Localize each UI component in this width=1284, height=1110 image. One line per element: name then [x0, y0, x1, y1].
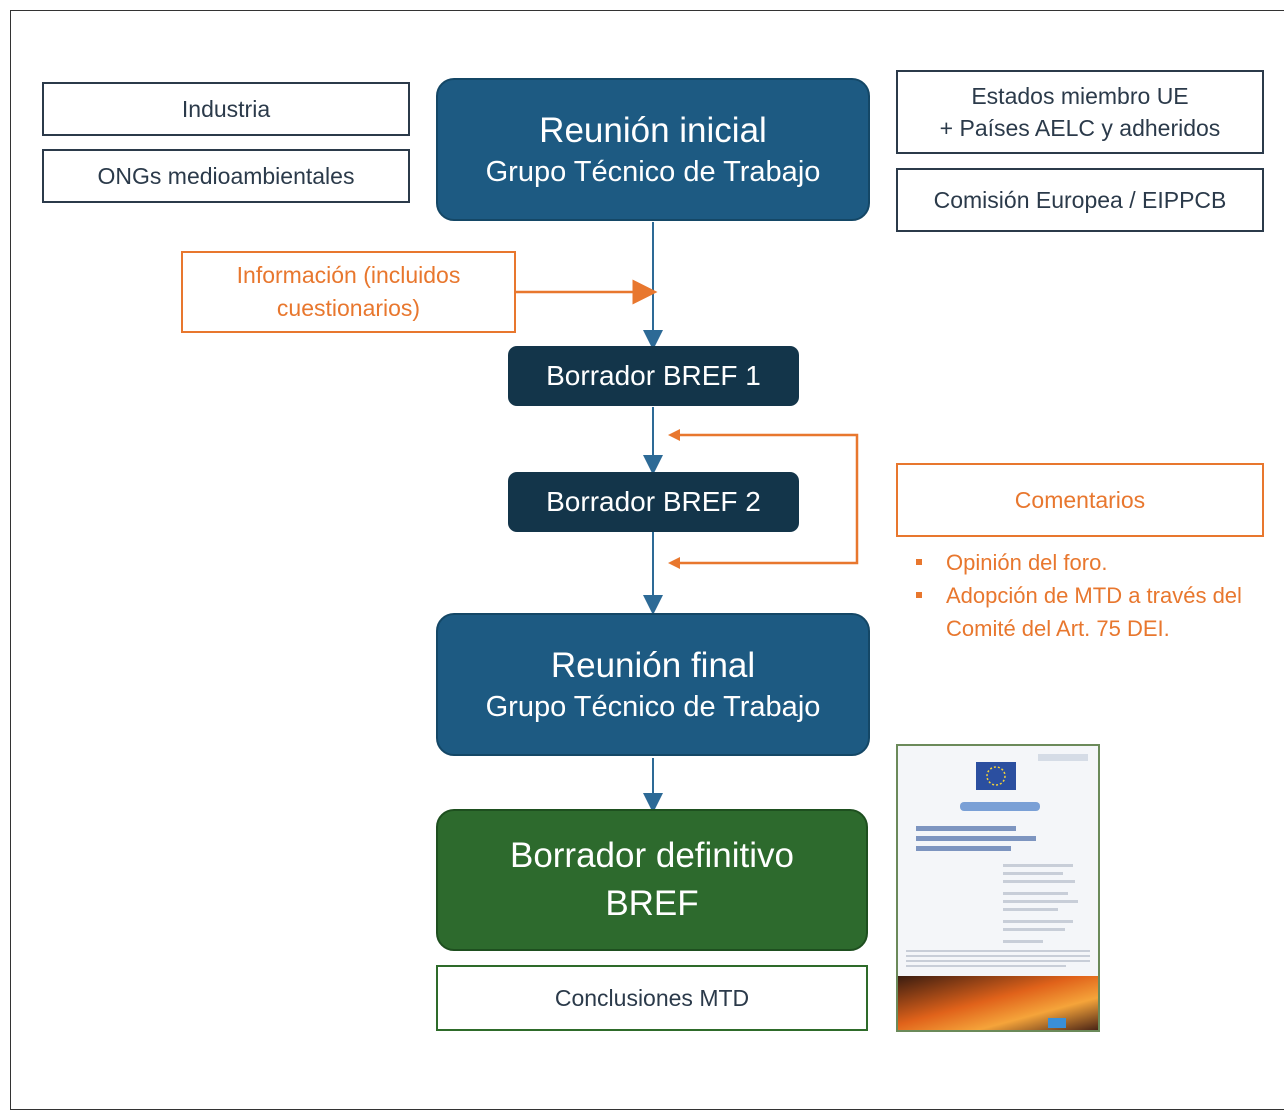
draft2-label: Borrador BREF 2	[546, 486, 761, 517]
stakeholder-industry-label: Industria	[181, 95, 271, 122]
draft2-box: Borrador BREF 2	[508, 472, 799, 532]
document-cover-image	[898, 746, 1098, 1030]
information-box: Información (incluidos cuestionarios)	[181, 251, 516, 333]
meeting-initial-title: Reunión inicial	[539, 110, 767, 150]
conclusions-box: Conclusiones MTD	[436, 965, 868, 1031]
meeting-final-box: Reunión final Grupo Técnico de Trabajo	[436, 613, 870, 756]
member-states-line1: Estados miembro UE	[971, 83, 1189, 109]
comments-title: Comentarios	[1014, 486, 1146, 513]
comments-box: Comentarios	[896, 463, 1264, 537]
member-states-line2: + Países AELC y adheridos	[939, 115, 1221, 141]
information-line2: cuestionarios)	[276, 295, 421, 321]
conclusions-label: Conclusiones MTD	[554, 984, 750, 1011]
meeting-initial-box: Reunión inicial Grupo Técnico de Trabajo	[436, 78, 870, 221]
final-draft-box: Borrador definitivo BREF	[436, 809, 868, 951]
draft1-box: Borrador BREF 1	[508, 346, 799, 406]
meeting-final-subtitle: Grupo Técnico de Trabajo	[485, 690, 821, 723]
meeting-final-title: Reunión final	[550, 645, 756, 685]
stakeholder-member-states: Estados miembro UE + Países AELC y adher…	[896, 70, 1264, 154]
information-line1: Información (incluidos	[236, 262, 461, 288]
stakeholder-ngos-label: ONGs medioambientales	[97, 162, 355, 189]
comments-arrowhead-top	[668, 429, 680, 441]
comments-feedback-bracket	[676, 433, 859, 565]
final-draft-line2: BREF	[605, 884, 699, 923]
bref-document-thumbnail	[896, 744, 1100, 1032]
comments-bullets: Opinión del foro. Adopción de MTD a trav…	[914, 546, 1274, 645]
comments-arrowhead-bottom	[668, 557, 680, 569]
final-draft-line1: Borrador definitivo	[509, 836, 795, 875]
comment-bullet-2: Adopción de MTD a través del Comité del …	[914, 579, 1274, 645]
stakeholder-commission: Comisión Europea / EIPPCB	[896, 168, 1264, 232]
stakeholder-ngos: ONGs medioambientales	[42, 149, 410, 203]
stakeholder-industry: Industria	[42, 82, 410, 136]
meeting-initial-subtitle: Grupo Técnico de Trabajo	[485, 155, 821, 188]
draft1-label: Borrador BREF 1	[546, 360, 761, 391]
comment-bullet-1: Opinión del foro.	[914, 546, 1274, 579]
commission-label: Comisión Europea / EIPPCB	[933, 186, 1227, 213]
